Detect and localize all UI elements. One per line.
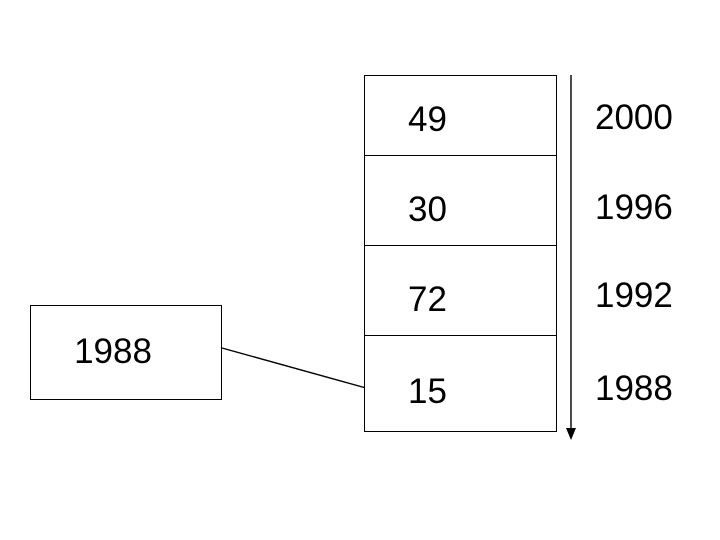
timeline-year-label: 1992: [595, 276, 673, 315]
array-stack: 49 30 72 15: [364, 75, 557, 432]
timeline-year-label: 1988: [595, 369, 673, 408]
array-cell[interactable]: 30: [365, 156, 556, 246]
array-cell-value: 30: [408, 190, 447, 229]
connector-line: [221, 347, 367, 389]
array-cell[interactable]: 15: [365, 336, 556, 431]
array-cell-value: 15: [408, 372, 447, 411]
array-cell[interactable]: 72: [365, 246, 556, 336]
tag-box-label: 1988: [74, 332, 152, 371]
tag-box[interactable]: 1988: [30, 305, 222, 400]
timeline-year-label: 2000: [595, 98, 673, 137]
array-cell-value: 49: [408, 100, 447, 139]
array-cell-value: 72: [408, 280, 447, 319]
timeline-year-label: 1996: [595, 188, 673, 227]
timeline-arrow-icon: [566, 75, 576, 440]
array-cell[interactable]: 49: [365, 76, 556, 156]
